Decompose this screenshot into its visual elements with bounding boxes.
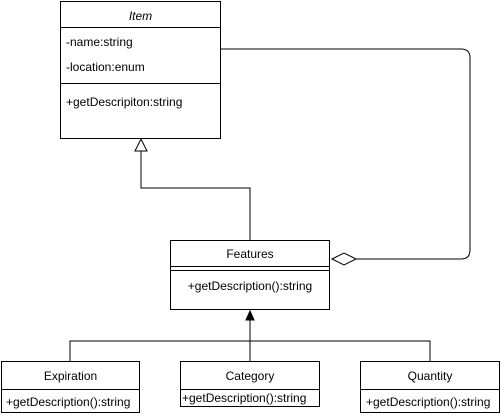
edge-item-to-features (221, 48, 471, 260)
class-expiration: Expiration +getDescription():string (1, 361, 140, 413)
class-category-divider (181, 389, 319, 390)
class-category-name: Category (225, 369, 275, 383)
class-quantity-operation: +getDescription():string (366, 395, 491, 409)
class-features-divider-top (171, 266, 329, 267)
class-item: Item -name:string -location:enum +getDes… (60, 1, 221, 139)
aggregation-diamond (330, 252, 358, 266)
class-features: Features +getDescription():string (170, 240, 330, 310)
class-expiration-name: Expiration (43, 369, 98, 383)
class-quantity-divider (361, 389, 499, 390)
class-item-name-divider (61, 27, 220, 28)
class-item-name: Item (128, 9, 153, 23)
class-item-operation: +getDescripiton:string (66, 95, 183, 109)
class-features-operation: +getDescription():string (187, 279, 313, 293)
class-quantity-name: Quantity (407, 369, 453, 383)
class-expiration-operation: +getDescription():string (6, 395, 131, 409)
class-expiration-divider (2, 389, 139, 390)
class-category-operation: +getDescription():string (182, 391, 307, 405)
generalization-arrowhead (134, 137, 148, 152)
class-item-attribute-divider (61, 83, 220, 84)
class-features-divider-bottom (171, 270, 329, 271)
class-category: Category +getDescription():string (180, 361, 320, 407)
class-quantity: Quantity +getDescription():string (360, 361, 500, 413)
class-item-attribute: -name:string (66, 35, 133, 49)
edge-features-to-item (140, 151, 251, 240)
class-item-attribute: -location:enum (66, 60, 145, 74)
association-arrowhead (245, 309, 255, 321)
class-features-name: Features (226, 247, 274, 261)
